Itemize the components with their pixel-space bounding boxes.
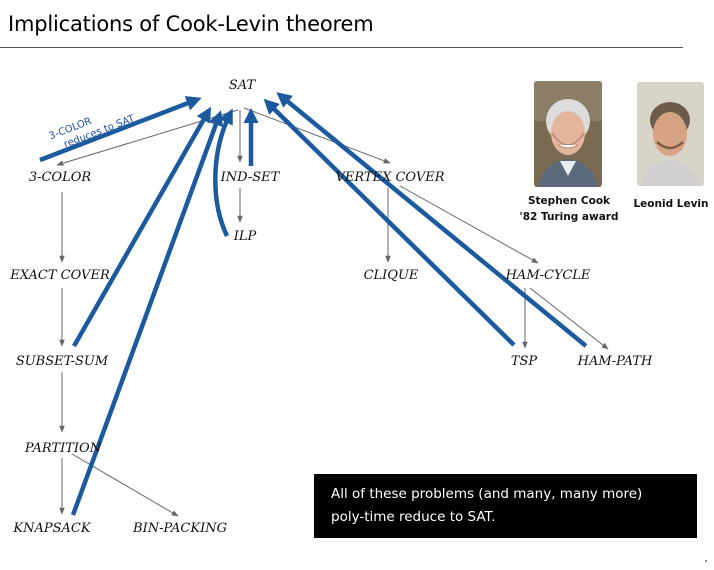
node-sat: SAT xyxy=(229,78,257,93)
corner-dot xyxy=(705,560,707,562)
arrow-3color-sat xyxy=(39,96,202,163)
node-knapsack: KNAPSACK xyxy=(12,521,91,536)
node-clique: CLIQUE xyxy=(364,268,419,283)
stephen-cook-caption: Stephen Cook '82 Turing award xyxy=(518,193,620,225)
arrow-hampath-sat xyxy=(276,92,588,348)
stephen-cook-note: '82 Turing award xyxy=(519,211,619,223)
node-exactcover: EXACT COVER xyxy=(9,268,110,283)
annotation-3color-reduces: 3-COLOR reduces to SAT xyxy=(48,113,138,150)
node-ilp: ILP xyxy=(233,229,257,244)
edge-hamcycle-hampath xyxy=(529,287,609,350)
title-divider xyxy=(0,47,683,48)
node-partition: PARTITION xyxy=(24,441,102,456)
stephen-cook-photo xyxy=(534,81,602,187)
arrow-knapsack-sat xyxy=(70,110,224,516)
reduction-arrows xyxy=(39,92,588,516)
slide-title: Implications of Cook-Levin theorem xyxy=(8,12,374,36)
node-vertexcover: VERTEX COVER xyxy=(335,170,444,185)
thin-edges xyxy=(56,107,609,517)
node-hamcycle: HAM-CYCLE xyxy=(505,268,591,283)
stephen-cook-name: Stephen Cook xyxy=(527,195,611,207)
node-3color: 3-COLOR xyxy=(29,170,92,185)
leonid-levin-name: Leonid Levin xyxy=(633,198,709,210)
node-binpacking: BIN-PACKING xyxy=(132,521,227,536)
leonid-levin-caption: Leonid Levin xyxy=(628,196,714,212)
arrow-tsp-sat xyxy=(263,98,516,347)
edge-sat-vertexcover xyxy=(243,107,391,164)
callout-line1: All of these problems (and many, many mo… xyxy=(331,486,643,502)
summary-callout: All of these problems (and many, many mo… xyxy=(314,474,697,538)
callout-line2: poly-time reduce to SAT. xyxy=(331,509,496,525)
arrow-subsetsum-sat xyxy=(72,106,212,348)
edge-partition-binpacking xyxy=(71,453,179,517)
arrow-ilp-sat xyxy=(213,108,233,237)
node-indset: IND-SET xyxy=(220,170,281,185)
edge-vertexcover-hamcycle xyxy=(399,185,539,264)
node-hampath: HAM-PATH xyxy=(577,354,653,369)
node-labels: SAT 3-COLOR IND-SET VERTEX COVER ILP EXA… xyxy=(9,78,653,536)
node-tsp: TSP xyxy=(511,354,538,369)
node-subsetsum: SUBSET-SUM xyxy=(16,354,109,369)
leonid-levin-photo xyxy=(637,82,704,186)
